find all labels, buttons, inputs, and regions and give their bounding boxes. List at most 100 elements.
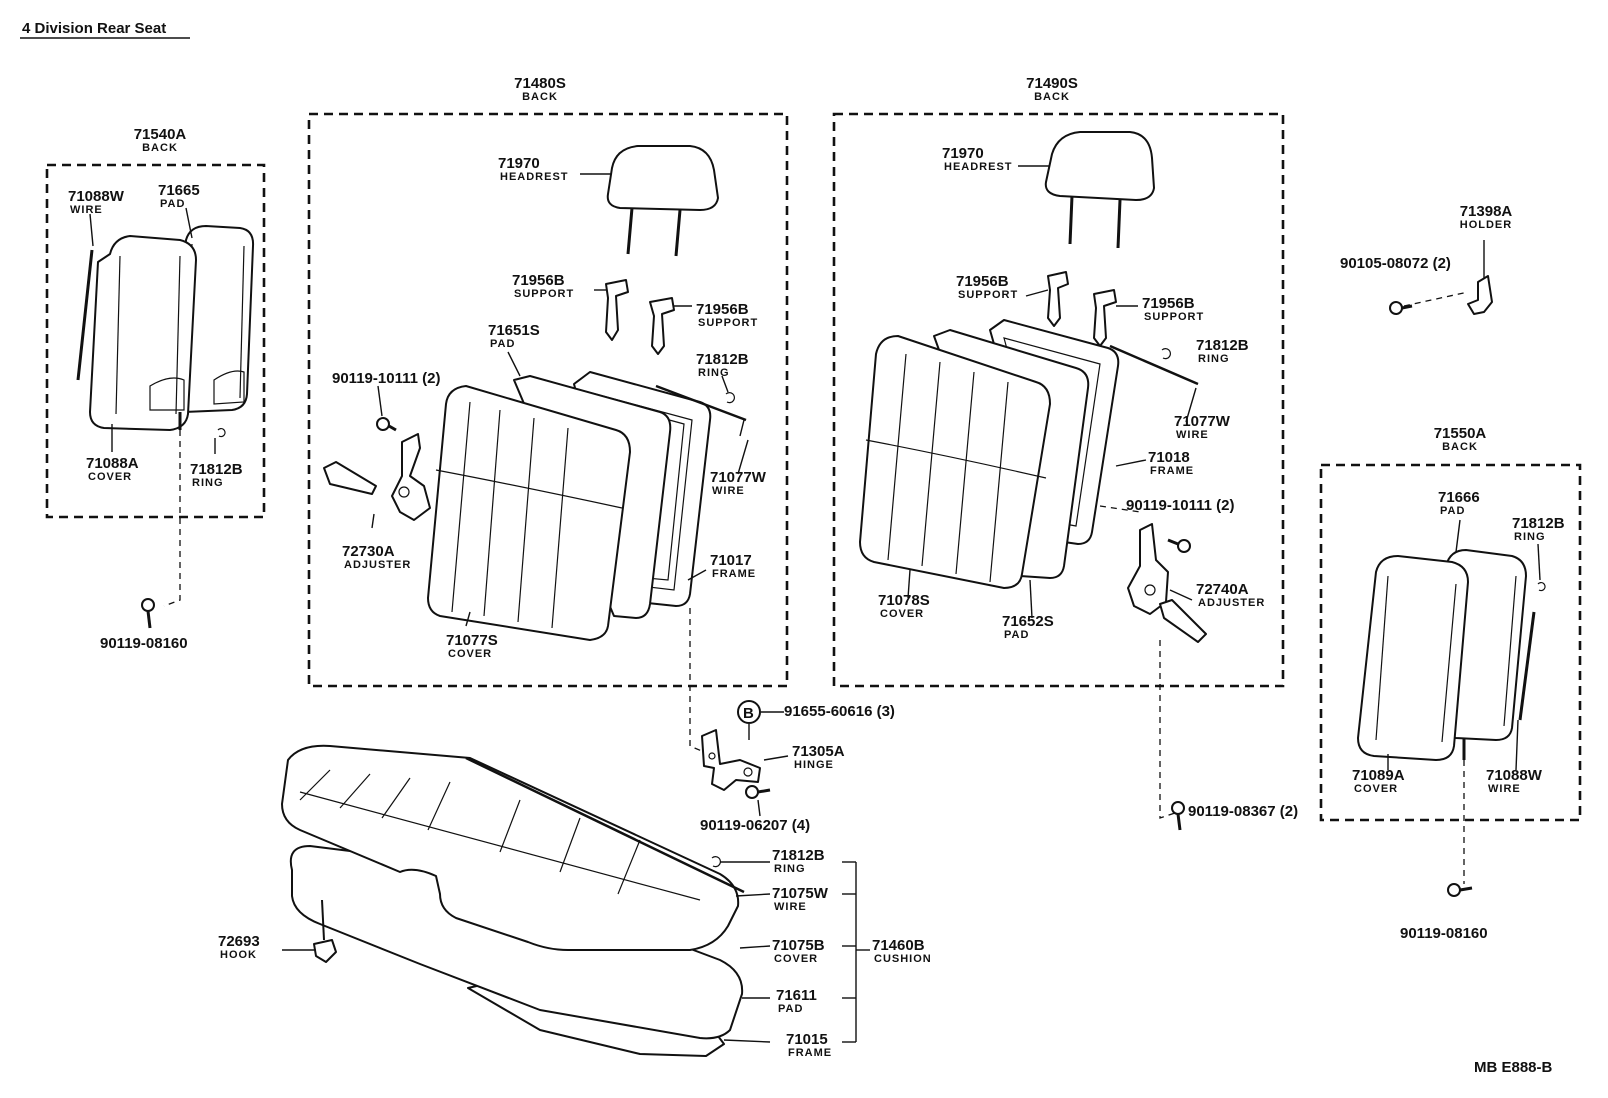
marker-b-letter: B	[743, 705, 754, 722]
wire-71075w-shape	[465, 756, 745, 894]
part-name: COVER	[880, 608, 924, 620]
hinge-71305a-shape	[701, 729, 761, 791]
bolt-90119-08160-left-icon	[141, 598, 155, 629]
part-number: 71665	[158, 182, 200, 199]
part-name: RING	[1198, 353, 1230, 365]
holder-71398a-assembly	[1389, 240, 1493, 315]
part-name: COVER	[88, 471, 132, 483]
support-71956b-b2-shape	[1093, 289, 1117, 347]
wire-71088w-left-shape	[76, 249, 94, 381]
part-number: 71088W	[1486, 767, 1543, 784]
part-name: HOOK	[220, 949, 257, 961]
ring-71812b-a-shape	[725, 392, 735, 404]
callout-bolt-90119-06207: 90119-06207 (4)	[700, 817, 810, 834]
part-name: WIRE	[774, 901, 807, 913]
part-number: 71017	[710, 552, 752, 569]
ring-71812b-left-shape	[217, 427, 226, 438]
part-name: RING	[192, 477, 224, 489]
part-number: 71651S	[488, 322, 540, 339]
part-name: CUSHION	[874, 953, 932, 965]
part-number: 90119-10111 (2)	[332, 370, 440, 387]
part-name: RING	[774, 863, 806, 875]
hinge-71305a-assembly: B	[701, 700, 789, 817]
part-number: 71666	[1438, 489, 1480, 506]
adjuster-72740a-shape	[1127, 523, 1169, 615]
headrest-71970-right-shape	[1044, 131, 1155, 201]
group-box-71490s	[832, 112, 1285, 688]
hook-72693-shape	[313, 939, 337, 963]
cover-71078s-shape	[859, 335, 1051, 589]
part-number: 90105-08072 (2)	[1340, 255, 1451, 272]
part-number: 91655-60616 (3)	[784, 703, 895, 720]
support-71956b-a2-shape	[649, 297, 675, 355]
part-number: 71088W	[68, 188, 125, 205]
bolt-90119-08160-right-icon	[1447, 883, 1473, 897]
ring-71812b-c-shape	[711, 856, 721, 868]
bolt-90119-10111-b-icon	[1167, 538, 1191, 553]
part-number: 90119-08367 (2)	[1188, 803, 1298, 820]
cushion-71460b-assembly	[281, 744, 870, 1057]
callout-bolt-90119-08160-l: 90119-08160	[100, 635, 188, 652]
cover-71089a-shape	[1357, 555, 1469, 761]
callout-bolt-90119-08367: 90119-08367 (2)	[1188, 803, 1298, 820]
ring-71812b-r-shape	[1537, 581, 1546, 592]
part-name: PAD	[1440, 505, 1465, 517]
part-name: ADJUSTER	[344, 559, 411, 571]
part-number: 71305A	[792, 743, 845, 760]
part-name: SUPPORT	[514, 288, 574, 300]
part-number: 71460B	[872, 937, 925, 954]
back-71490s-assembly	[859, 131, 1207, 831]
part-number: 71075W	[772, 885, 829, 902]
part-number: 71490S	[1026, 75, 1078, 92]
bolt-90119-06207-icon	[745, 785, 771, 799]
part-number: 71812B	[696, 351, 749, 368]
part-name: WIRE	[1488, 783, 1521, 795]
part-number: 71075B	[772, 937, 825, 954]
part-name: BACK	[1442, 441, 1478, 453]
part-number: 90119-08160	[1400, 925, 1488, 942]
cover-71075b-shape	[281, 744, 740, 951]
part-number: 71540A	[134, 126, 187, 143]
part-number: 90119-10111 (2)	[1126, 497, 1234, 514]
part-name: ADJUSTER	[1198, 597, 1265, 609]
drawing-code: MB E888-B	[1474, 1059, 1553, 1076]
part-number: 71956B	[1142, 295, 1195, 312]
part-name: FRAME	[1150, 465, 1194, 477]
part-name: SUPPORT	[1144, 311, 1204, 323]
part-number: 90119-06207 (4)	[700, 817, 810, 834]
part-number: 71812B	[1512, 515, 1565, 532]
pad-71611-shape	[289, 845, 744, 1040]
part-name: COVER	[448, 648, 492, 660]
part-name: HEADREST	[944, 161, 1013, 173]
diagram-title: 4 Division Rear Seat	[22, 20, 166, 37]
part-number: 71480S	[514, 75, 566, 92]
callout-bolt-90119-08160-r: 90119-08160	[1400, 925, 1488, 942]
part-number: 71652S	[1002, 613, 1054, 630]
part-name: BACK	[1034, 91, 1070, 103]
part-name: RING	[698, 367, 730, 379]
wire-71077w-left-shape	[655, 384, 747, 422]
